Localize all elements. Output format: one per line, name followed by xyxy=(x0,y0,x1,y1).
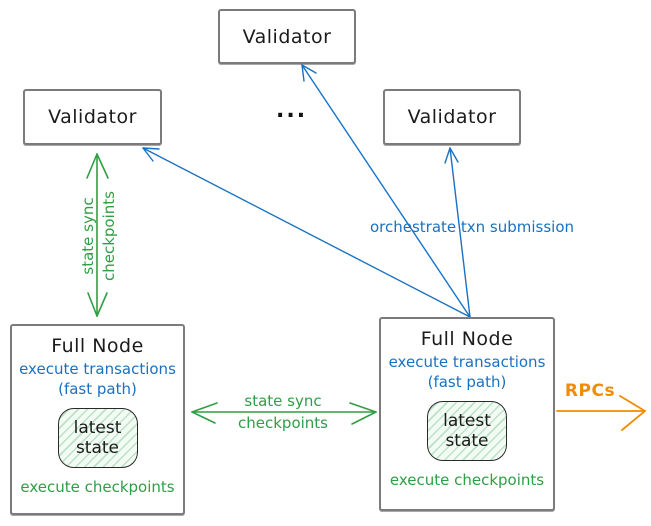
fullnode-left-execute-transactions: execute transactions (fast path) xyxy=(19,360,176,399)
execute-transactions-line: execute transactions xyxy=(19,360,176,378)
horizontal-sync-label-checkpoints: checkpoints xyxy=(238,414,328,432)
fullnode-left-latest-state-box: latest state xyxy=(57,408,138,468)
validator-top-label: Validator xyxy=(242,25,332,48)
vertical-sync-label-checkpoints: checkpoints xyxy=(100,191,118,281)
rpcs-label: RPCs xyxy=(564,381,616,401)
latest-state-line1: latest xyxy=(73,417,122,438)
vertical-sync-label-state-sync: state sync xyxy=(79,197,97,275)
fullnode-right-title: Full Node xyxy=(420,328,514,350)
validators-ellipsis: ... xyxy=(276,98,308,123)
validator-left-label: Validator xyxy=(48,106,137,128)
fullnode-right-execute-checkpoints: execute checkpoints xyxy=(389,471,545,489)
fast-path-line: (fast path) xyxy=(427,372,507,391)
validator-right-label: Validator xyxy=(407,106,497,128)
execute-transactions-line: execute transactions xyxy=(388,353,546,371)
state-sync-horizontal-arrow xyxy=(191,402,377,425)
latest-state-line1: latest xyxy=(443,410,491,431)
orchestrate-arrow-to-right-validator xyxy=(444,147,471,318)
state-sync-vertical-arrow xyxy=(86,153,109,317)
validator-top-node: Validator xyxy=(218,9,356,64)
fullnode-right-execute-transactions: execute transactions (fast path) xyxy=(389,353,546,392)
fullnode-right-node: Full Node execute transactions (fast pat… xyxy=(379,317,555,511)
fast-path-line: (fast path) xyxy=(58,379,137,398)
latest-state-line2: state xyxy=(75,438,120,458)
orchestrate-arrow-to-top-validator xyxy=(301,64,471,318)
orchestrate-arrow-to-left-validator xyxy=(142,147,471,318)
validator-left-node: Validator xyxy=(23,89,162,145)
orchestrate-txn-submission-label: orchestrate txn submission xyxy=(369,218,575,236)
fullnode-left-node: Full Node execute transactions (fast pat… xyxy=(10,324,185,515)
fullnode-left-execute-checkpoints: execute checkpoints xyxy=(20,478,175,496)
horizontal-sync-label-state-sync: state sync xyxy=(244,392,322,410)
latest-state-line2: state xyxy=(445,431,489,451)
fullnode-right-latest-state-box: latest state xyxy=(427,401,507,461)
fullnode-left-title: Full Node xyxy=(51,335,144,357)
validator-right-node: Validator xyxy=(383,89,521,145)
rpcs-arrow xyxy=(556,395,646,431)
